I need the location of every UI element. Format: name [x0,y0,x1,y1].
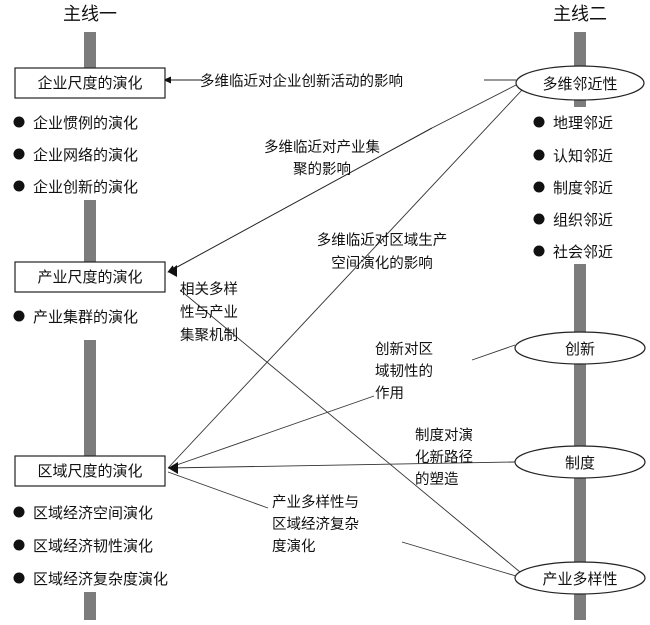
enterprise-item: 企业创新的演化 [33,178,138,196]
line-innovation-region [167,395,375,469]
bullet [13,116,25,128]
right-bar-segment [574,264,586,332]
label-proximity-industry-1: 多维临近对产业集 [264,139,380,156]
box-enterprise [14,67,166,99]
bullet [13,180,25,192]
line-institution-region [167,461,516,469]
label-proximity-region-1: 多维临近对区域生产 [317,232,448,249]
box-region [14,455,166,487]
node-diversity-label: 产业多样性 [542,570,617,588]
right-bar-segment [574,364,586,446]
left-bar-segment [84,200,96,262]
right-bar-segment [574,32,586,66]
region-item: 区域经济空间演化 [33,504,153,522]
proximity-item: 地理邻近 [553,114,613,132]
proximity-item: 制度邻近 [553,179,613,197]
node-diversity [514,561,646,595]
industry-item: 产业集群的演化 [33,308,138,326]
node-innovation-label: 创新 [565,340,595,358]
enterprise-item: 企业惯例的演化 [33,114,138,132]
label-related-variety-3: 集聚机制 [180,327,238,344]
node-institution [514,445,646,479]
bullet [533,116,545,128]
label-diversity-3: 度演化 [272,538,316,555]
label-proximity-region-2: 空间演化的影响 [331,255,433,272]
region-item: 区域经济韧性演化 [33,537,153,555]
label-innovation-3: 作用 [375,385,404,402]
region-item: 区域经济复杂度演化 [33,570,168,588]
box-enterprise-label: 企业尺度的演化 [37,74,142,92]
label-diversity-1: 产业多样性与 [272,494,359,511]
left-bar-segment [84,32,96,68]
bullet [533,213,545,225]
left-bar-segment [84,592,96,620]
left-bar-segment [84,340,96,458]
bullet [13,506,25,518]
bullet [13,572,25,584]
bullet [13,148,25,160]
header-right: 主线二 [553,4,607,25]
right-bar-segment [574,478,586,562]
bullet [533,181,545,193]
node-proximity [515,65,645,101]
label-innovation-1: 创新对区 [375,341,433,358]
line-diversity-region-a [167,471,269,509]
node-proximity-label: 多维邻近性 [542,75,617,93]
line-proximity-industry [431,84,517,129]
enterprise-item: 企业网络的演化 [33,146,138,164]
right-bar-segment [574,594,586,620]
label-institution-2: 化新路径 [415,449,473,466]
node-institution-label: 制度 [565,454,595,472]
arrow-proximity-industry [167,127,433,273]
line-diversity-region-b [401,541,517,577]
label-proximity-industry-2: 聚的影响 [293,161,351,178]
box-industry-label: 产业尺度的演化 [37,268,142,286]
header-left: 主线一 [63,4,117,25]
arrowhead-industry [168,265,177,277]
box-region-label: 区域尺度的演化 [37,462,142,480]
line-proximity-region [167,89,523,469]
box-industry [14,261,166,293]
label-related-variety-2: 性与产业 [180,304,238,321]
proximity-item: 社会邻近 [553,243,613,261]
label-proximity-enterprise: 多维临近对企业创新活动的影响 [200,72,403,90]
proximity-item: 认知邻近 [553,147,613,165]
bullet [533,149,545,161]
proximity-item: 组织邻近 [553,211,613,229]
line-diversity-industry [179,289,521,573]
label-innovation-2: 域韧性的 [375,363,433,380]
line-innovation-label [471,344,516,361]
label-related-variety-1: 相关多样 [180,281,238,298]
bullet [13,539,25,551]
label-institution-3: 的塑造 [415,471,459,488]
label-institution-1: 制度对演 [415,427,473,444]
node-innovation [514,331,646,365]
bullet [533,245,545,257]
label-diversity-2: 区域经济复杂 [272,515,359,533]
bullet [13,310,25,322]
arrowhead-region [168,462,178,474]
right-bar-segment [574,100,586,107]
